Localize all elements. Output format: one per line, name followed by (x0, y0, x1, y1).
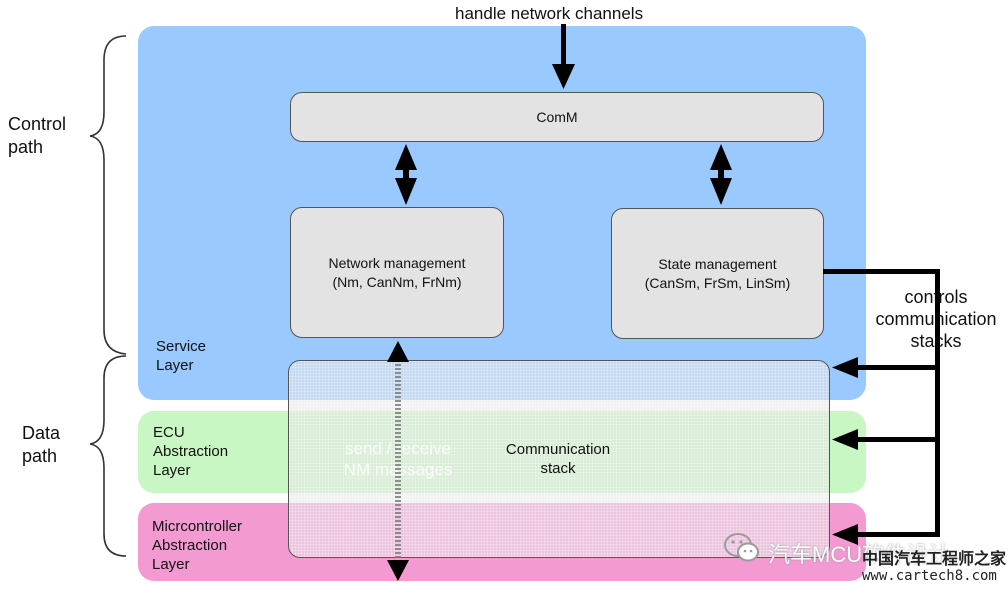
comm-box: ComM (290, 92, 824, 142)
watermark-channel: 汽车MCU软件设计 (768, 542, 951, 567)
data-path-label: Data path (22, 423, 61, 466)
sm-to-stack-connector (823, 269, 940, 545)
state-management-box: State management (CanSm, FrSm, LinSm) (611, 208, 824, 339)
control-path-label: Control path (8, 114, 67, 157)
send-receive-nm-messages-label: send / receive NM massages (343, 439, 453, 479)
comm-sm-double-arrow (710, 144, 732, 205)
communication-stack-box (288, 360, 830, 558)
send-receive-arrow (387, 341, 409, 581)
data-path-brace (89, 355, 127, 557)
watermark-url: www.cartech8.com (862, 568, 997, 584)
service-layer-label: Service Layer (156, 338, 207, 374)
handle-network-channels-label: handle network channels (455, 4, 644, 23)
wechat-icon (724, 533, 759, 562)
control-path-brace (89, 35, 127, 355)
communication-stack-label: Communication stack (505, 441, 611, 477)
watermark-site-name: 中国汽车工程师之家 (862, 549, 1007, 568)
comm-nm-double-arrow (395, 144, 417, 205)
network-management-box: Network management (Nm, CanNm, FrNm) (290, 207, 504, 338)
handle-channels-arrow (552, 24, 575, 89)
mcu-layer-label: Micrcontroller Abstraction Layer (152, 518, 243, 573)
ecu-layer-label: ECU Abstraction Layer (153, 424, 229, 479)
